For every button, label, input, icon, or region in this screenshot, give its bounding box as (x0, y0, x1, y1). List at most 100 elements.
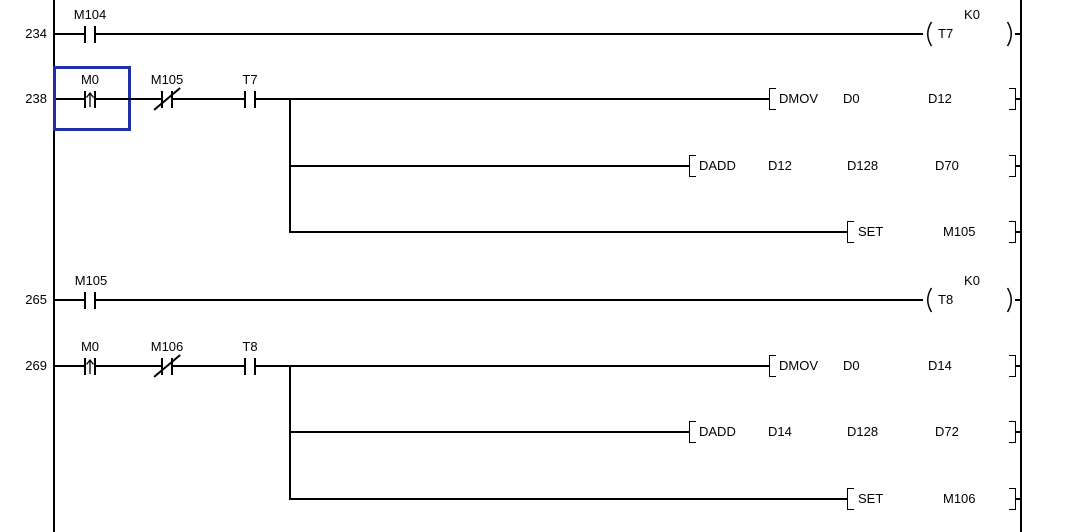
instruction-operand: D72 (935, 424, 959, 439)
contact-rising-pulse[interactable] (84, 91, 96, 108)
contact-normally-open[interactable] (84, 26, 96, 43)
open-bracket-icon (769, 355, 776, 377)
instruction-opcode: DADD (699, 158, 736, 173)
wire (256, 98, 769, 100)
instruction-dmov[interactable]: DMOV D0 D12 (769, 88, 1016, 110)
branch-rail (289, 98, 291, 233)
contact-bar-icon (94, 292, 96, 309)
instruction-operand: M105 (943, 224, 976, 239)
coil-close-paren-icon (1006, 21, 1012, 47)
open-bracket-icon (847, 488, 854, 510)
wire (96, 365, 161, 367)
wire (173, 98, 244, 100)
contact-bar-icon (84, 292, 86, 309)
contact-bar-icon (161, 358, 163, 375)
wire (1015, 365, 1020, 367)
rung-step-number: 238 (25, 91, 47, 106)
wire (1015, 98, 1020, 100)
contact-bar-icon (94, 26, 96, 43)
wire (290, 231, 847, 233)
instruction-dadd[interactable]: DADD D14 D128 D72 (689, 421, 1016, 443)
wire (1015, 498, 1020, 500)
contact-label: M105 (150, 72, 184, 87)
wire (55, 365, 84, 367)
contact-label: M106 (150, 339, 184, 354)
instruction-dadd[interactable]: DADD D12 D128 D70 (689, 155, 1016, 177)
coil-label: T8 (938, 292, 954, 307)
instruction-operand: M106 (943, 491, 976, 506)
contact-bar-icon (171, 358, 173, 375)
instruction-operand: D128 (847, 158, 879, 173)
timer-coil[interactable]: T7 (923, 21, 1021, 47)
coil-open-paren-icon (927, 287, 933, 313)
contact-normally-closed[interactable] (153, 87, 181, 111)
wire (55, 299, 84, 301)
wire (290, 498, 847, 500)
instruction-operand: D0 (843, 91, 860, 106)
wire (290, 165, 689, 167)
wire (290, 431, 689, 433)
wire (1015, 165, 1020, 167)
coil-setpoint: K0 (964, 273, 980, 288)
instruction-operand: D12 (928, 91, 952, 106)
wire (1015, 299, 1020, 301)
rung-step-number: 269 (25, 358, 47, 373)
contact-normally-open[interactable] (84, 292, 96, 309)
wire (55, 98, 84, 100)
rung-step-number: 265 (25, 292, 47, 307)
instruction-operand: D0 (843, 358, 860, 373)
contact-bar-icon (84, 26, 86, 43)
instruction-set[interactable]: SET M105 (847, 221, 1016, 243)
contact-normally-closed[interactable] (153, 354, 181, 378)
instruction-set[interactable]: SET M106 (847, 488, 1016, 510)
wire (173, 365, 244, 367)
instruction-operand: D128 (847, 424, 879, 439)
instruction-opcode: SET (858, 224, 884, 239)
wire (55, 33, 84, 35)
contact-bar-icon (244, 358, 246, 375)
contact-bar-icon (254, 358, 256, 375)
timer-coil[interactable]: T8 (923, 287, 1021, 313)
contact-bar-icon (84, 91, 86, 108)
rung-step-number: 234 (25, 26, 47, 41)
instruction-dmov[interactable]: DMOV D0 D14 (769, 355, 1016, 377)
wire (1015, 231, 1020, 233)
right-bus-bar (1020, 0, 1022, 532)
contact-bar-icon (161, 91, 163, 108)
contact-bar-icon (84, 358, 86, 375)
contact-normally-open[interactable] (244, 91, 256, 108)
contact-rising-pulse[interactable] (84, 358, 96, 375)
contact-label: T8 (242, 339, 258, 354)
instruction-opcode: DADD (699, 424, 736, 439)
open-bracket-icon (689, 421, 696, 443)
instruction-operand: D14 (928, 358, 952, 373)
contact-bar-icon (171, 91, 173, 108)
contact-label: M0 (80, 72, 100, 87)
contact-label: M104 (73, 7, 107, 22)
branch-rail (289, 365, 291, 500)
wire (1015, 431, 1020, 433)
open-bracket-icon (847, 221, 854, 243)
wire (1015, 33, 1020, 35)
contact-normally-open[interactable] (244, 358, 256, 375)
wire (256, 365, 769, 367)
wire (96, 98, 161, 100)
coil-close-paren-icon (1006, 287, 1012, 313)
contact-bar-icon (244, 91, 246, 108)
instruction-operand: D70 (935, 158, 959, 173)
contact-label: M0 (80, 339, 100, 354)
contact-bar-icon (254, 91, 256, 108)
contact-bar-icon (94, 358, 96, 375)
contact-bar-icon (94, 91, 96, 108)
open-bracket-icon (689, 155, 696, 177)
coil-open-paren-icon (927, 21, 933, 47)
rising-edge-arrow-icon (85, 91, 95, 107)
instruction-opcode: SET (858, 491, 884, 506)
contact-label: M105 (74, 273, 108, 288)
instruction-opcode: DMOV (779, 91, 818, 106)
instruction-operand: D12 (768, 158, 792, 173)
contact-label: T7 (242, 72, 258, 87)
left-bus-bar (53, 0, 55, 532)
open-bracket-icon (769, 88, 776, 110)
